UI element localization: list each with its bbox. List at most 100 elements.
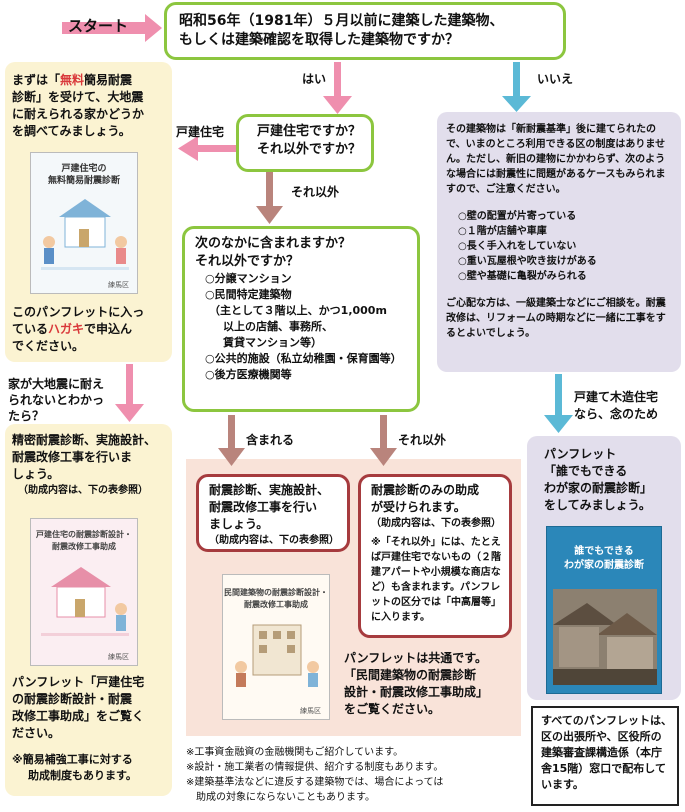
booklet3-title-1: 誰でもできる — [574, 546, 634, 557]
box-other: 耐震診断のみの助成 が受けられます。 （助成内容は、下の表参照） ※「それ以外」… — [358, 474, 512, 638]
detached-wood-label-2: なら、念のため — [574, 407, 659, 421]
question3-item-2: （主として３階以上、かつ1,000m — [209, 304, 387, 317]
booklet-private-building: 民間建築物の耐震診断設計・ 耐震改修工事助成 練馬区 — [222, 574, 330, 720]
box-other-remark: ※「それ以外」には、たとえば戸建住宅でないもの（２階建アパートや小規模な商店など… — [371, 537, 501, 623]
left-intro-2: 簡易耐震 — [84, 73, 133, 87]
box-included-line2: 耐震改修工事を行い — [209, 500, 318, 514]
booklet4-title-1: 民間建築物の耐震診断設計・ — [224, 588, 328, 597]
distribution-line4: 舎15階）窓口で配布して — [541, 762, 666, 775]
right-item-1: ○１階が店舗や車庫 — [458, 226, 547, 237]
right-item-0: ○壁の配置が片寄っている — [458, 211, 577, 222]
box-other-note: （助成内容は、下の表参照） — [371, 518, 501, 529]
question3-box: 次のなかに含まれますか？ それ以外ですか？ ○分譲マンション ○民間特定建築物 … — [182, 226, 420, 412]
footnote-3: 助成の対象にならないこともあります。 — [186, 792, 375, 803]
booklet1-publisher: 練馬区 — [108, 281, 129, 289]
booklet-home-diagnosis: 誰でもできる わが家の耐震診断 — [546, 526, 662, 694]
included-label: 含まれる — [246, 433, 295, 447]
left2-line2: 耐震改修工事を行いま — [12, 450, 133, 464]
booklet4-building-illustration — [235, 624, 319, 687]
distribution-line3: 建築審査課構造係（本庁 — [541, 746, 662, 759]
left2-line1: 精密耐震診断、実施設計、 — [12, 433, 157, 447]
right-item-4: ○壁や基礎に亀裂がみられる — [458, 271, 587, 282]
earthquake-question-1: 家が大地震に耐え — [8, 377, 105, 391]
earthquake-question-2: られないとわかっ — [8, 393, 105, 407]
question3-item-3: 以上の店舗、事務所、 — [223, 320, 333, 333]
box-included-line1: 耐震診断、実施設計、 — [209, 483, 330, 497]
left2-pamphlet-text: パンフレット「戸建住宅 の耐震診断設計・耐震 改修工事助成」をご覧く ださい。 — [12, 674, 172, 742]
earthquake-question-3: たら？ — [8, 409, 45, 423]
question2-box: 戸建住宅ですか？ それ以外ですか？ — [236, 114, 374, 172]
other2-label: それ以外 — [398, 433, 447, 447]
box-other-line1: 耐震診断のみの助成 — [371, 483, 480, 497]
question3-line2: それ以外ですか？ — [195, 254, 300, 269]
start-arrow — [62, 14, 162, 42]
right-panel-text: その建築物は「新耐震基準」後に建てられたので、いまのところ利用できる区の制度はあ… — [446, 122, 672, 341]
box-included-note: （助成内容は、下の表参照） — [209, 535, 339, 546]
right-panel-top — [437, 112, 681, 372]
booklet2-title-2: 耐震改修工事助成 — [52, 542, 116, 551]
right2-text: パンフレット 「誰でもできる わが家の耐震診断」 をしてみましょう。 — [544, 446, 680, 514]
booklet-detached-subsidy: 戸建住宅の耐震診断設計・ 耐震改修工事助成 練馬区 — [30, 518, 138, 666]
left-intro-5: を調べてみましょう。 — [12, 124, 131, 138]
left2-pamphlet-2: の耐震診断設計・耐震 — [12, 692, 133, 706]
footnotes: ※工事資金融資の金融機関もご紹介しています。 ※設計・施工業者の情報提供、紹介す… — [186, 745, 522, 805]
center-pamphlet-line3: 設計・耐震改修工事助成」 — [344, 685, 489, 699]
distribution-line5: います。 — [541, 778, 584, 791]
right2-line2: 「誰でもできる — [544, 464, 628, 478]
right-p1: その建築物は「新耐震基準」後に建てられたので、いまのところ利用できる区の制度はあ… — [446, 124, 666, 195]
distribution-line2: 区の出張所や、区役所の — [541, 730, 662, 743]
left-intro-free: 無料 — [60, 73, 85, 87]
right2-line4: をしてみましょう。 — [544, 498, 651, 512]
center-pamphlet-text: パンフレットは共通です。 「民間建築物の耐震診断 設計・耐震改修工事助成」 をご… — [344, 650, 520, 718]
no-label: いいえ — [537, 72, 574, 86]
right-p2: ご心配な方は、一級建築士などにご相談を。耐震改修は、リフォームの時期などに一緒に… — [446, 298, 666, 339]
left2-simple-1: ※簡易補強工事に対する — [12, 753, 133, 766]
question3-item-6: ○後方医療機関等 — [205, 368, 292, 381]
question2-line2: それ以外ですか？ — [257, 142, 362, 157]
left-pamphlet-2b: ハガキ — [48, 322, 85, 336]
start-label: スタート — [68, 17, 129, 35]
booklet2-title-1: 戸建住宅の耐震診断設計・ — [36, 530, 132, 539]
question2-line1: 戸建住宅ですか？ — [257, 124, 362, 139]
question3-line1: 次のなかに含まれますか？ — [195, 236, 352, 251]
left2-simple-text: ※簡易補強工事に対する 助成制度もあります。 — [12, 752, 172, 784]
left-pamphlet-2a: ている — [12, 322, 49, 336]
distribution-line1: すべてのパンフレットは、 — [541, 714, 673, 727]
booklet4-publisher: 練馬区 — [300, 707, 321, 715]
booklet1-house-illustration — [41, 199, 129, 270]
center-pamphlet-line2: 「民間建築物の耐震診断 — [344, 668, 477, 682]
right-item-3: ○重い瓦屋根や吹き抜けがある — [458, 256, 597, 267]
box-included: 耐震診断、実施設計、 耐震改修工事を行い ましょう。 （助成内容は、下の表参照） — [196, 474, 350, 552]
center-pamphlet-line1: パンフレットは共通です。 — [344, 651, 488, 665]
left2-text: 精密耐震診断、実施設計、 耐震改修工事を行いま しょう。 （助成内容は、下の表参… — [12, 432, 170, 498]
question1-box: 昭和56年（1981年）５月以前に建築した建築物、 もしくは建築確認を取得した建… — [164, 2, 566, 60]
right2-line1: パンフレット — [544, 447, 617, 461]
left2-simple-2: 助成制度もあります。 — [28, 769, 137, 782]
left-pamphlet-1: このパンフレットに入っ — [12, 305, 145, 319]
booklet4-title-2: 耐震改修工事助成 — [244, 600, 308, 609]
booklet-simple-diagnosis: 戸建住宅の 無料簡易耐震診断 練馬区 — [30, 152, 138, 294]
booklet2-house-illustration — [41, 567, 129, 636]
left-intro-3: 診断」を受けて、大地震 — [12, 90, 144, 104]
booklet1-title-2: 無料簡易耐震診断 — [47, 176, 120, 186]
question3-item-1: ○民間特定建築物 — [205, 288, 292, 301]
left2-line3: しょう。 — [12, 467, 60, 481]
left-pamphlet-2c: で申込ん — [84, 322, 133, 336]
question3-item-4: 賃貸マンション等） — [223, 336, 322, 349]
yes-label: はい — [302, 72, 327, 86]
footnote-1: ※設計・施工業者の情報提供、紹介する制度もあります。 — [186, 762, 444, 773]
question3-item-5: ○公共的施設（私立幼稚園・保育園等） — [205, 352, 402, 365]
detached-label: 戸建住宅 — [176, 125, 225, 139]
footnote-0: ※工事資金融資の金融機関もご紹介しています。 — [186, 747, 404, 758]
distribution-box: すべてのパンフレットは、 区の出張所や、区役所の 建築審査課構造係（本庁 舎15… — [531, 706, 679, 806]
left2-pamphlet-3: 改修工事助成」をご覧く — [12, 709, 145, 723]
left-pamphlet-text: このパンフレットに入っ ているハガキで申込ん でください。 — [12, 304, 168, 355]
question1-line1: 昭和56年（1981年）５月以前に建築した建築物、 — [179, 13, 504, 29]
left2-note: （助成内容は、下の表参照） — [18, 485, 148, 496]
right-item-2: ○長く手入れをしていない — [458, 241, 577, 252]
left2-pamphlet-4: ださい。 — [12, 726, 61, 740]
left-intro-4: に耐えられる家かどうか — [12, 107, 145, 121]
question1-line2: もしくは建築確認を取得した建築物ですか？ — [179, 32, 459, 48]
booklet3-photo — [553, 589, 657, 685]
left-pamphlet-3: でください。 — [12, 339, 85, 353]
